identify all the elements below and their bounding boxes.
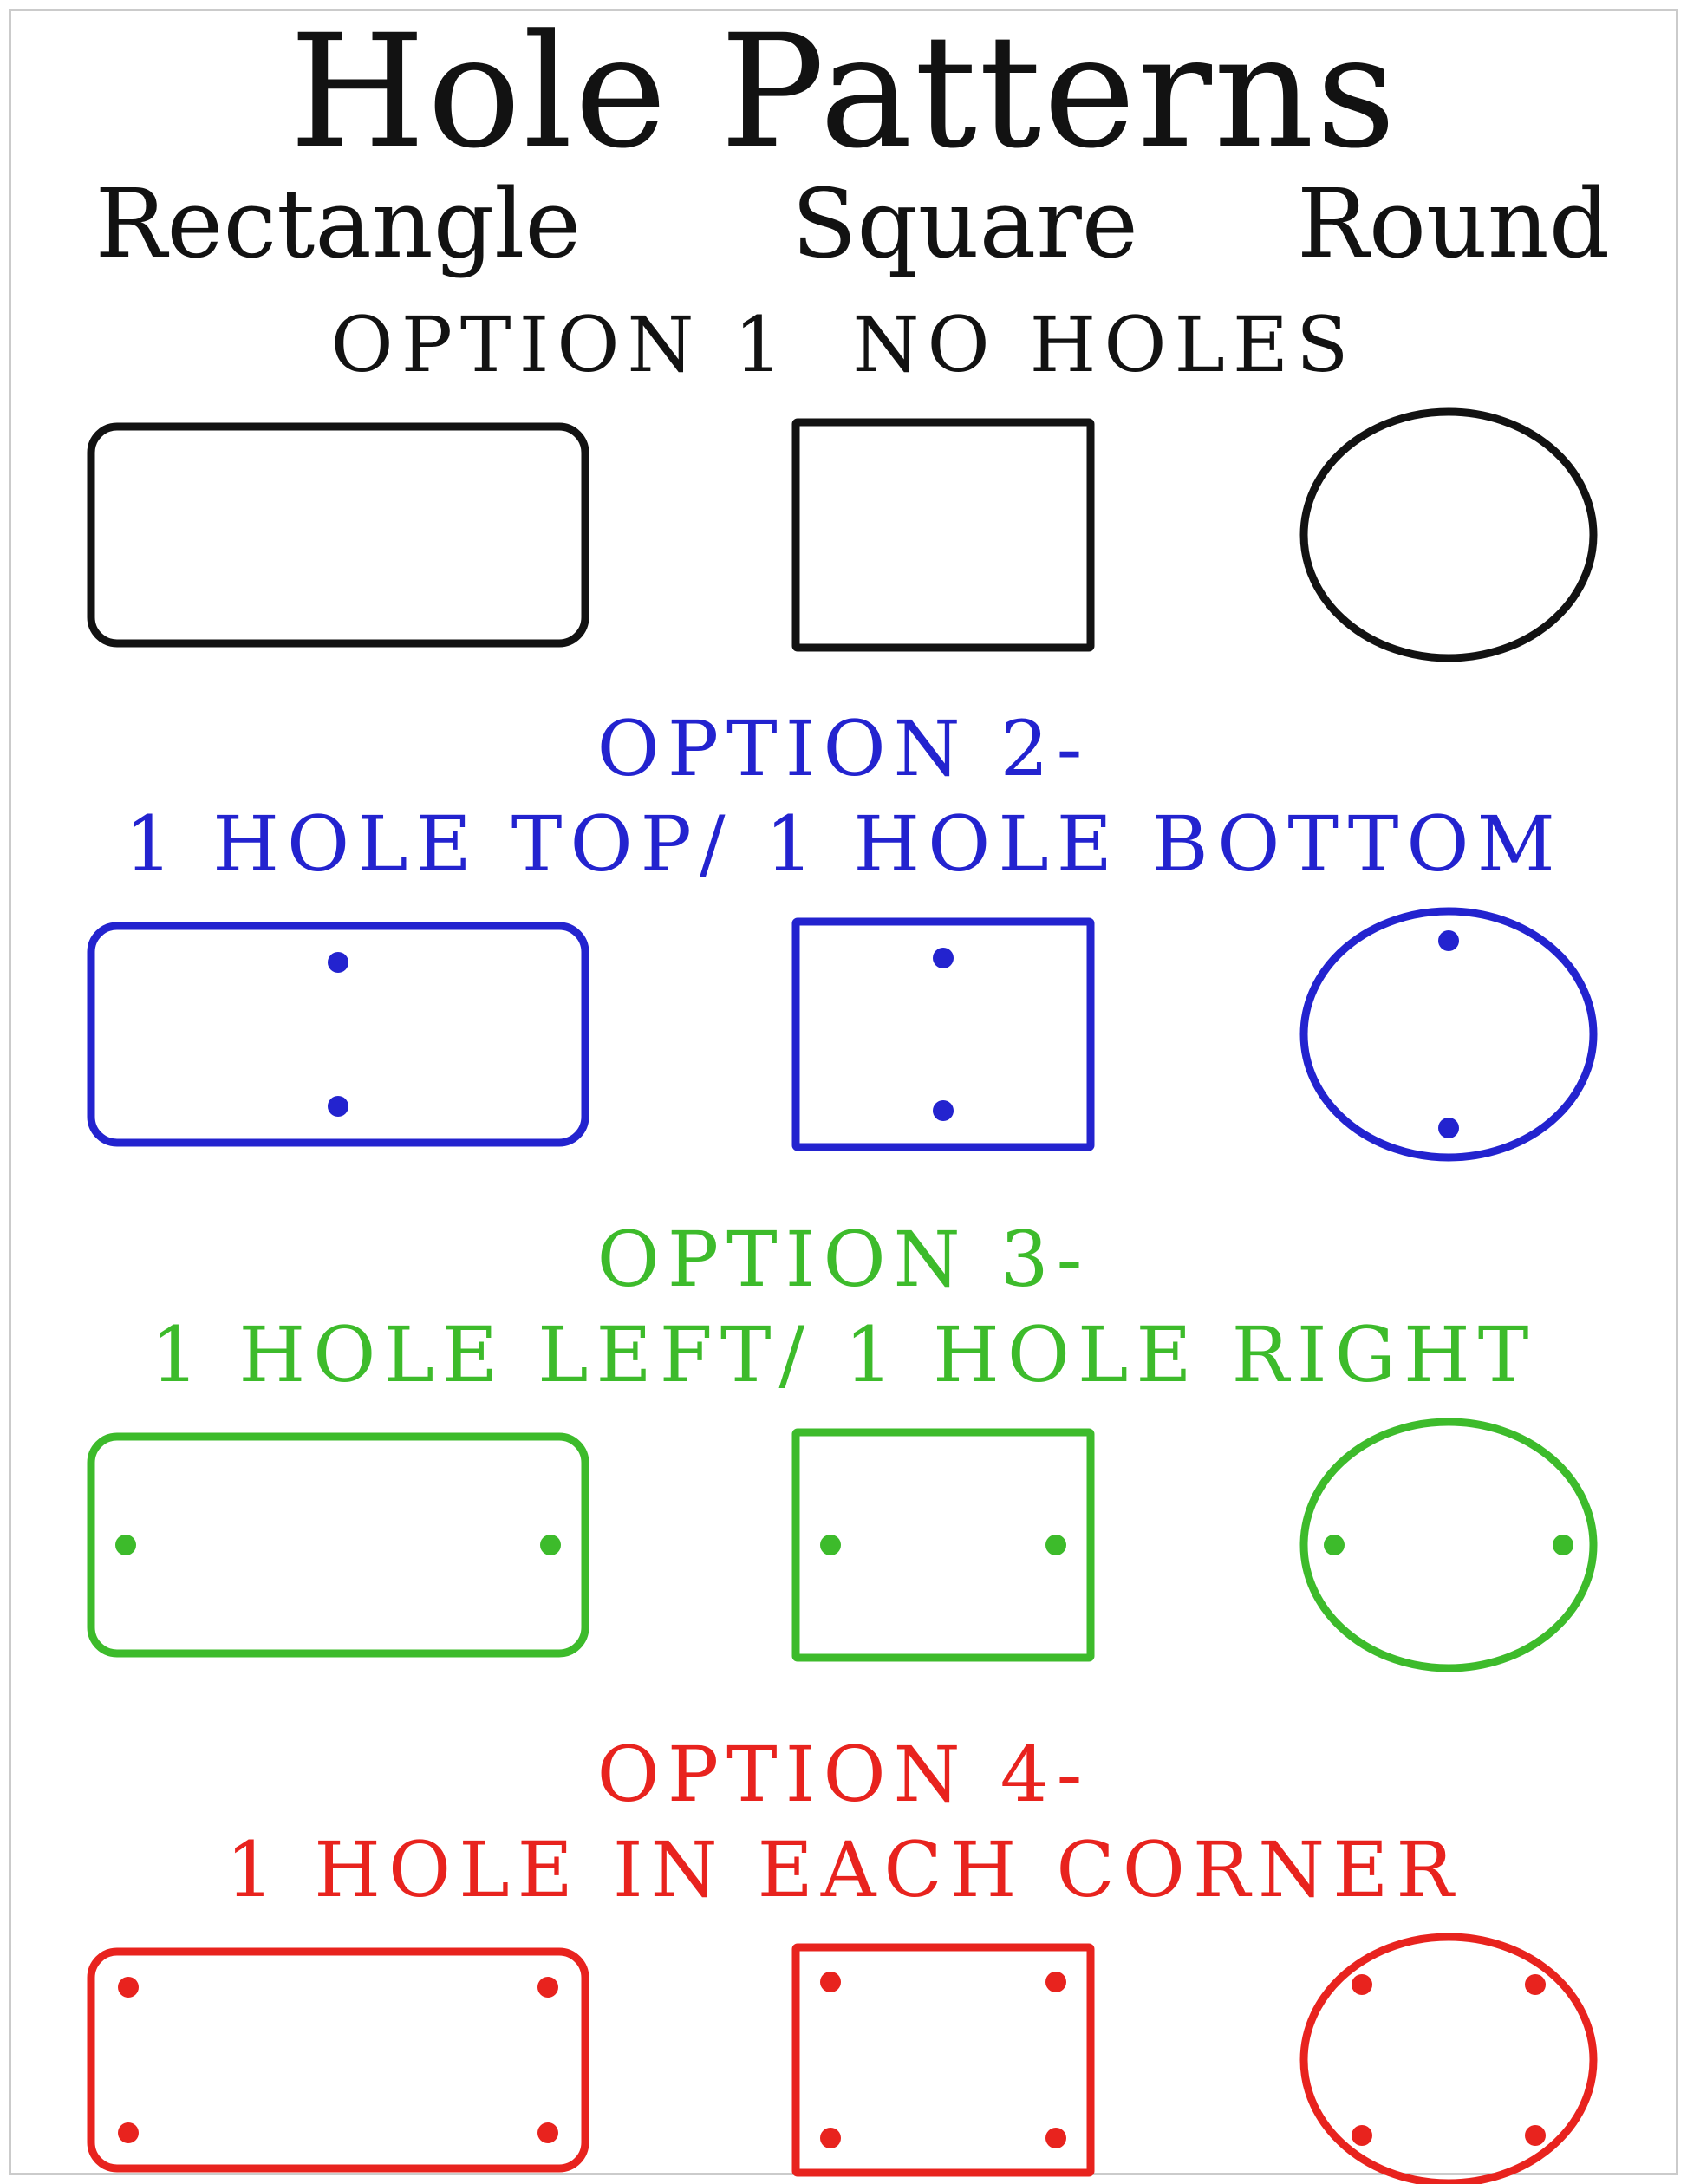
hole-dot-bottom-left: [1352, 2125, 1372, 2146]
column-label-square: Square: [791, 168, 1138, 279]
hole-dot-bottom-right: [1525, 2125, 1546, 2146]
hole-dot-right: [1045, 1535, 1066, 1555]
section-option-1: OPTION 1 NO HOLES: [0, 297, 1687, 665]
rectangle-outline: [87, 422, 589, 648]
section-3-option-label: OPTION 3-: [596, 1215, 1091, 1304]
rectangle-shape-left-right-holes: [87, 1432, 589, 1658]
round-cell: [1297, 1930, 1600, 2184]
rectangle-cell: [87, 922, 589, 1147]
square-outline: [791, 917, 1095, 1151]
section-1-option-label: OPTION 1: [330, 300, 791, 389]
rectangle-shape-corner-holes: [87, 1947, 589, 2173]
page-title: Hole Patterns: [289, 2, 1398, 183]
round-shape-top-bottom-holes: [1299, 907, 1598, 1162]
rectangle-cell: [87, 1432, 589, 1658]
rectangle-shape-no-holes: [87, 422, 589, 648]
column-headers: Rectangle Square Round: [0, 176, 1687, 271]
hole-dot-top-left: [820, 1972, 841, 1992]
rectangle-outline: [87, 1947, 589, 2173]
column-label-rectangle: Rectangle: [94, 168, 582, 279]
round-outline: [1299, 907, 1598, 1162]
hole-dot-top: [1438, 930, 1459, 951]
shape-row-option-3: [0, 1415, 1687, 1675]
square-shape-top-bottom-holes: [791, 917, 1095, 1151]
square-outline: [791, 418, 1095, 652]
section-1-subtitle: NO HOLES: [852, 300, 1357, 389]
section-1-heading: OPTION 1 NO HOLES: [0, 297, 1687, 393]
section-option-4: OPTION 4- 1 HOLE IN EACH CORNER: [0, 1727, 1687, 2184]
round-cell: [1297, 405, 1600, 665]
hole-dot-bottom-left: [820, 2128, 841, 2148]
square-cell: [791, 1428, 1095, 1662]
square-outline: [791, 1943, 1095, 2177]
hole-dot-bottom-left: [118, 2122, 139, 2143]
square-shape-corner-holes: [791, 1943, 1095, 2177]
section-3-heading: OPTION 3- 1 HOLE LEFT/ 1 HOLE RIGHT: [0, 1212, 1687, 1403]
round-outline: [1299, 407, 1598, 662]
hole-dot-right: [1553, 1535, 1573, 1555]
hole-dot-bottom: [933, 1100, 954, 1121]
hole-dot-top-left: [118, 1977, 139, 1998]
round-shape-left-right-holes: [1299, 1418, 1598, 1672]
section-4-option-label: OPTION 4-: [596, 1730, 1091, 1819]
rectangle-cell: [87, 1947, 589, 2173]
square-outline: [791, 1428, 1095, 1662]
section-4-heading: OPTION 4- 1 HOLE IN EACH CORNER: [0, 1727, 1687, 1918]
section-option-2: OPTION 2- 1 HOLE TOP/ 1 HOLE BOTTOM: [0, 701, 1687, 1164]
section-2-option-label: OPTION 2-: [596, 704, 1091, 793]
rectangle-cell: [87, 422, 589, 648]
round-cell: [1297, 904, 1600, 1164]
section-4-subtitle: 1 HOLE IN EACH CORNER: [225, 1825, 1462, 1914]
hole-dot-top-right: [1045, 1972, 1066, 1992]
hole-dot-top: [933, 948, 954, 968]
round-shape-no-holes: [1299, 407, 1598, 662]
hole-dot-bottom-right: [1045, 2128, 1066, 2148]
hole-dot-bottom-right: [537, 2122, 558, 2143]
rectangle-shape-top-bottom-holes: [87, 922, 589, 1147]
shape-row-option-1: [0, 405, 1687, 665]
hole-dot-left: [115, 1535, 136, 1555]
shape-row-option-2: [0, 904, 1687, 1164]
square-shape-left-right-holes: [791, 1428, 1095, 1662]
hole-dot-bottom: [1438, 1118, 1459, 1138]
section-option-3: OPTION 3- 1 HOLE LEFT/ 1 HOLE RIGHT: [0, 1212, 1687, 1675]
hole-dot-bottom: [328, 1096, 348, 1117]
hole-dot-top-left: [1352, 1974, 1372, 1995]
hole-dot-top-right: [1525, 1974, 1546, 1995]
column-label-round: Round: [1297, 168, 1611, 279]
hole-dot-right: [540, 1535, 561, 1555]
hole-dot-left: [1324, 1535, 1345, 1555]
rectangle-outline: [87, 922, 589, 1147]
round-outline: [1299, 1418, 1598, 1672]
square-cell: [791, 418, 1095, 652]
hole-dot-top: [328, 952, 348, 973]
section-2-subtitle: 1 HOLE TOP/ 1 HOLE BOTTOM: [124, 799, 1563, 889]
square-cell: [791, 917, 1095, 1151]
section-2-heading: OPTION 2- 1 HOLE TOP/ 1 HOLE BOTTOM: [0, 701, 1687, 892]
hole-dot-top-right: [537, 1977, 558, 1998]
hole-dot-left: [820, 1535, 841, 1555]
section-3-subtitle: 1 HOLE LEFT/ 1 HOLE RIGHT: [150, 1310, 1537, 1399]
rectangle-outline: [87, 1432, 589, 1658]
round-shape-corner-holes: [1299, 1933, 1598, 2184]
shape-row-option-4: [0, 1930, 1687, 2184]
square-shape-no-holes: [791, 418, 1095, 652]
round-cell: [1297, 1415, 1600, 1675]
round-outline: [1299, 1933, 1598, 2184]
square-cell: [791, 1943, 1095, 2177]
